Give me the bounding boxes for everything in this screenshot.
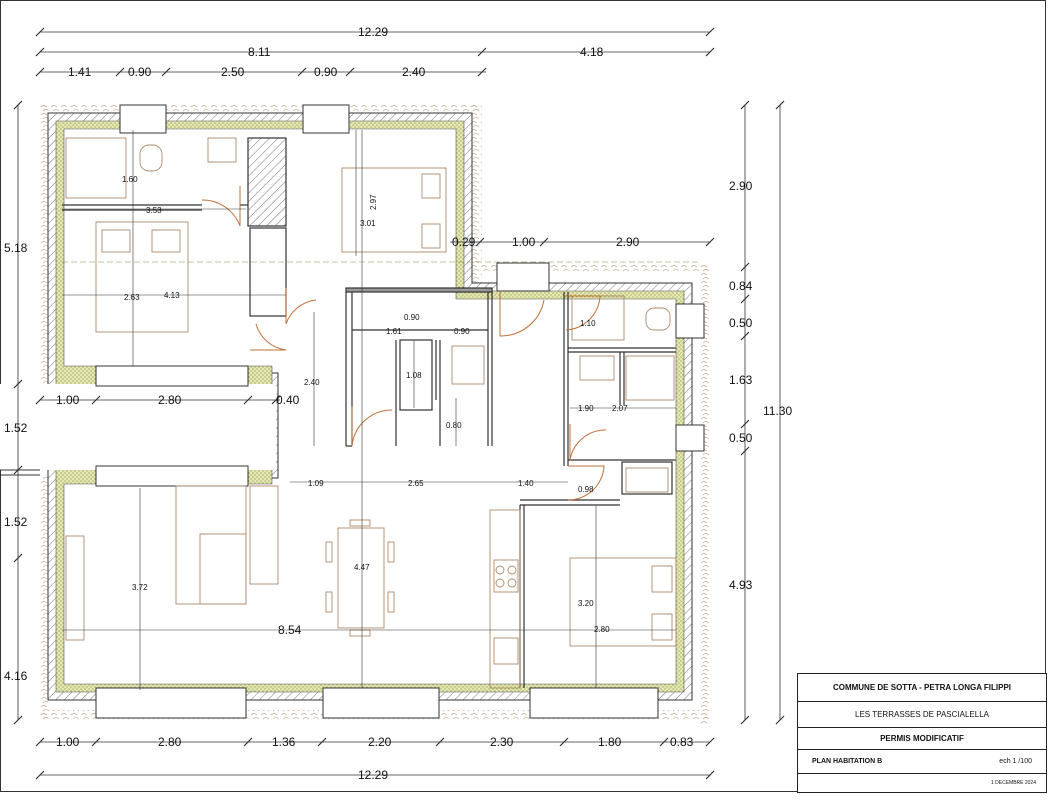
dim-top-right: 4.18 [580,45,604,59]
room-dim-17: 2.65 [408,479,424,488]
room-dim-14: 1.90 [578,404,594,413]
dim-left-v3: 1.52 [4,515,28,529]
dim-right-v5: 0.50 [729,431,753,445]
dim-bot-total: 12.29 [358,768,388,782]
interior-dim-lines [62,130,700,690]
room-dim-15: 2.07 [612,404,628,413]
title-scale: ech 1 /100 [999,758,1032,765]
room-dim-6: 4.13 [164,291,180,300]
room-dim-12: 2.40 [304,378,320,387]
dim-bot-3: 1.36 [272,735,296,749]
dim-bot-4: 2.20 [368,735,392,749]
room-dim-2: 3.53 [146,206,162,215]
room-dim-9: 0.90 [454,327,470,336]
dim-mid-3: 2.90 [616,235,640,249]
room-dim-22: 3.20 [578,599,594,608]
furniture [65,137,677,689]
room-dim-18: 1.40 [518,479,534,488]
exterior-dim-labels: 12.29 8.11 4.18 1.41 0.90 2.50 0.90 2.40… [4,25,792,782]
room-dim-23: 2.80 [594,625,610,634]
room-dim-4: 3.01 [360,219,376,228]
dim-bot-6: 1.80 [598,735,622,749]
room-dim-21: 4.47 [354,563,370,572]
dim-bot-7: 0.83 [670,735,694,749]
dim-left-2: 2.80 [158,393,182,407]
room-dim-1: 1.60 [122,175,138,184]
title-permit: PERMIS MODIFICATIF [798,728,1046,750]
room-dim-5: 2.63 [124,293,140,302]
room-dim-13: 0.80 [446,421,462,430]
dim-left-3: 0.40 [276,393,300,407]
room-dim-11: 1.08 [406,371,422,380]
dim-bot-5: 2.30 [490,735,514,749]
dim-mid-1: 0.29 [452,235,476,249]
dim-top-4: 0.90 [314,65,338,79]
dim-right-v1: 2.90 [729,179,753,193]
dim-left-v1: 5.18 [4,241,28,255]
dim-mid-2: 1.00 [512,235,536,249]
room-dim-20: 3.72 [132,583,148,592]
title-project: LES TERRASSES DE PASCIALELLA [798,702,1046,728]
dim-top-3: 2.50 [221,65,245,79]
dim-right-v6: 4.93 [729,578,753,592]
dim-top-5: 2.40 [402,65,426,79]
dim-left-v2: 1.52 [4,421,28,435]
dim-right-total: 11.30 [763,404,792,418]
doors [201,186,607,501]
title-commune: COMMUNE DE SOTTA - PETRA LONGA FILIPPI [798,674,1046,702]
windows [95,104,705,719]
room-dim-8: 1.61 [386,327,402,336]
room-dim-10: 1.10 [580,319,596,328]
room-dim-3: 2.97 [369,194,378,210]
dim-bot-1: 1.00 [56,735,80,749]
dim-top-left: 8.11 [248,45,271,59]
dim-left-v4: 4.16 [4,669,28,683]
dim-bot-2: 2.80 [158,735,182,749]
dim-top-1: 1.41 [68,65,92,79]
dim-living-width: 8.54 [278,623,302,637]
dim-left-1: 1.00 [56,393,80,407]
room-dim-7: 0.90 [404,313,420,322]
title-plan-row: PLAN HABITATION B ech 1 /100 [798,750,1046,774]
room-dim-16: 1.09 [308,479,324,488]
title-plan: PLAN HABITATION B [812,758,883,765]
dim-top-total: 12.29 [358,25,388,39]
dim-right-v2: 0.84 [729,279,753,293]
title-date: 1 DECEMBRE 2024 [990,780,1036,786]
room-dim-19: 0.98 [578,485,594,494]
exterior-recess [0,384,276,470]
dim-right-v4: 1.63 [729,373,753,387]
dim-right-v3: 0.50 [729,316,753,330]
dim-ticks [13,27,785,780]
exterior-dim-lines [17,31,781,776]
dim-top-2: 0.90 [128,65,152,79]
title-block: COMMUNE DE SOTTA - PETRA LONGA FILIPPI L… [797,673,1047,793]
interior-dim-labels: 1.60 3.53 2.97 3.01 2.63 4.13 0.90 1.61 … [122,175,628,634]
